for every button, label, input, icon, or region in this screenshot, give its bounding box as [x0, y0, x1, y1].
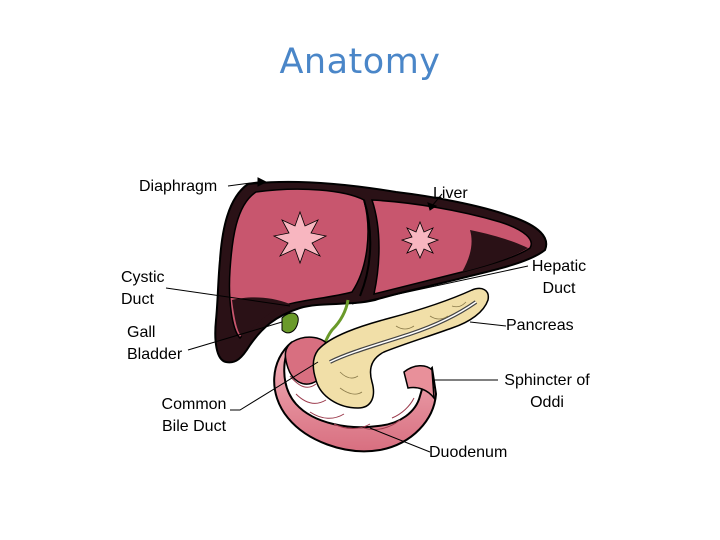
diaphragm-arrow — [227, 181, 259, 187]
diaphragm-arrowhead — [257, 177, 268, 187]
pancreas-texture — [339, 301, 467, 395]
label-common-bile-duct: Common Bile Duct — [161, 396, 227, 435]
slide-title: Anatomy — [279, 42, 441, 82]
liver-highlight-stars — [272, 210, 440, 265]
common-bile-duct-line — [230, 361, 319, 411]
label-duodenum: Duodenum — [429, 444, 508, 461]
cystic-duct-line — [165, 287, 291, 307]
label-hepatic-duct: Hepatic Duct — [531, 258, 587, 297]
liver-shadow-2 — [462, 230, 528, 272]
label-liver: Liver — [433, 185, 468, 202]
label-sphincter-of-oddi: Sphincter of Oddi — [504, 372, 590, 411]
gall-bladder-shape — [281, 312, 299, 334]
liver-left-lobe — [370, 199, 532, 296]
liver-arrow — [431, 193, 443, 207]
pancreas-shape — [312, 287, 490, 409]
label-cystic-duct: Cystic Duct — [121, 269, 165, 308]
duodenum-tail — [403, 365, 435, 401]
label-diaphragm: Diaphragm — [139, 178, 218, 195]
leader-lines — [165, 177, 529, 453]
label-gall-bladder: Gall Bladder — [127, 324, 183, 363]
gall-bladder-line — [187, 321, 283, 351]
duodenum-line — [369, 427, 431, 453]
hepatic-duct-line — [351, 265, 529, 305]
liver-shadow-1 — [232, 297, 290, 337]
pancreas-line — [469, 321, 507, 327]
label-pancreas: Pancreas — [506, 317, 574, 334]
liver-fissure — [359, 199, 372, 297]
pancreatic-duct-lumen — [329, 301, 477, 363]
liver-arrowhead — [427, 202, 438, 211]
